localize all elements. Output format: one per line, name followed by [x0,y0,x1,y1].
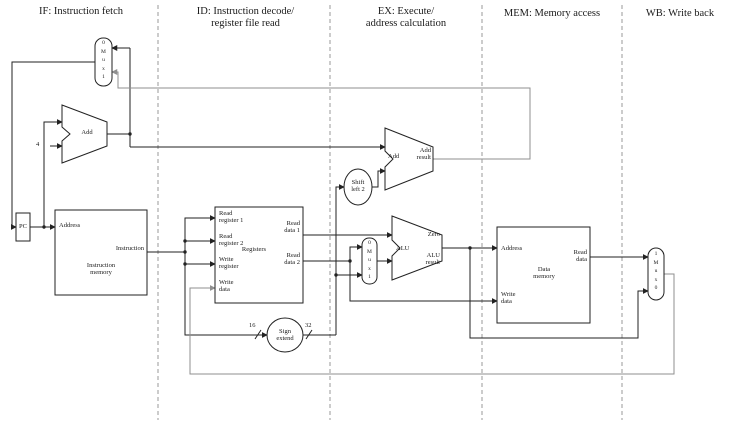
pc-box [15,212,31,242]
imem-address-label: Address [59,222,81,229]
increment-constant-label: 4 [36,141,40,148]
alu-shape [391,215,443,281]
sign-extend-oval [266,317,304,353]
stage-header-mem: MEM: Memory access [503,8,601,19]
junction-dot [348,259,352,263]
branch-adder-result-label: Add result [416,147,431,162]
sign-extend-label: Sign extend [276,328,294,343]
registers-write-register-label: Write register [219,256,239,271]
alu-result-label: ALU result [425,252,440,267]
junction-dot [128,132,132,136]
junction-dot [183,239,187,243]
shift-left-2-label: Shift left 2 [351,179,365,194]
branch-adder-label: Add [388,153,400,160]
bus-width-16-label: 16 [249,322,256,329]
registers-read-data1-label: Read data 1 [284,220,300,235]
wire-shift-to-branch-adder [372,168,386,188]
dmem-read-data-label: Read data [573,249,587,264]
branch-adder-shape [384,127,434,191]
bus-width-32-label: 32 [305,322,312,329]
registers-name-label: Registers [241,246,267,253]
shift-left-2-oval [343,168,373,206]
wires [10,45,675,375]
registers-read-register1-label: Read register 1 [219,210,244,225]
registers-box [214,206,304,304]
wire-mux-to-pc [10,61,95,230]
wire-alu-result-to-wb-mux [469,248,649,339]
bus-width-slashes [254,329,313,340]
junction-dots [42,132,472,277]
stage-header-if: IF: Instruction fetch [39,6,123,17]
instruction-memory-box [54,209,148,296]
junction-dot [468,246,472,250]
pc-label: PC [19,223,27,230]
if-adder-shape [61,104,108,164]
wire-branch-target-feedback [111,69,531,160]
bus-width-slash-32 [305,329,313,340]
if-adder-label: Add [81,129,93,136]
junction-dot [42,225,46,229]
junction-dot [183,262,187,266]
stage-header-id: ID: Instruction decode/ register file re… [196,6,295,29]
dmem-address-label: Address [501,245,523,252]
alusrc-mux-label: 0 M u x 1 [367,240,372,281]
junction-dot [183,250,187,254]
imem-name-label: Instruction memory [86,262,116,277]
components [15,37,665,353]
pc-src-mux-label: 0 M u x 1 [101,40,106,81]
data-memory-box [496,226,591,324]
wire-immediate-to-shift [335,184,345,335]
dmem-name-label: Data memory [533,266,555,281]
pc-src-mux [94,37,113,87]
wb-result-mux-label: 1 M u x 0 [653,251,659,292]
bus-width-slash-16 [254,329,262,340]
alusrc-mux [361,237,378,285]
stage-header-wb: WB: Write back [645,8,715,19]
wire-writeback-to-registers [189,273,675,375]
junction-dot [334,273,338,277]
registers-write-data-label: Write data [219,279,234,294]
wb-result-mux [647,247,665,301]
stage-header-ex: EX: Execute/ address calculation [365,6,447,29]
wire-instr-to-sign-extend [184,252,268,338]
alu-zero-label: Zero [427,231,440,238]
wire-pc-to-adder [43,119,63,227]
alu-name-label: ALU [396,245,410,252]
registers-read-data2-label: Read data 2 [284,252,300,267]
wire-instr-to-read-reg1 [184,215,216,252]
wire-read-data2-to-mux [349,244,363,261]
imem-instruction-label: Instruction [115,245,144,252]
dmem-write-data-label: Write data [501,291,516,306]
wire-read-data2-to-dmem [349,261,498,304]
registers-read-register2-label: Read register 2 [219,233,244,248]
stage-separators [157,5,623,420]
